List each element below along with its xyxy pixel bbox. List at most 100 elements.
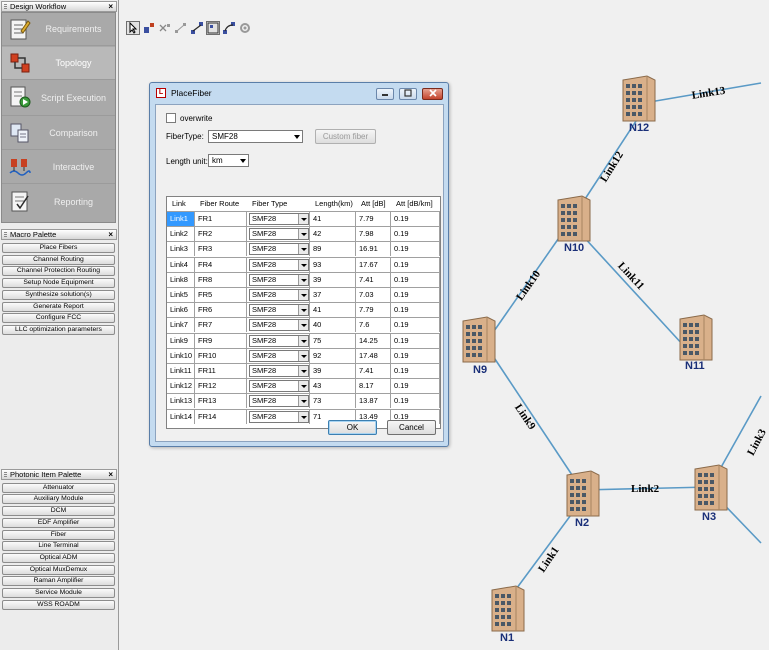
- cell-fiber-route[interactable]: FR3: [195, 242, 247, 257]
- cell-length[interactable]: 42: [310, 227, 356, 242]
- macro-place-fibers-button[interactable]: Place Fibers: [2, 243, 115, 253]
- fiber-type-cell-select[interactable]: SMF28: [249, 213, 309, 225]
- photonic-service-module-button[interactable]: Service Module: [2, 588, 115, 598]
- cell-fiber-route[interactable]: FR10: [195, 348, 247, 363]
- workflow-reporting[interactable]: Reporting: [2, 185, 115, 218]
- photonic-optical-adm-button[interactable]: Optical ADM: [2, 553, 115, 563]
- node-n3-building-icon[interactable]: [694, 463, 728, 511]
- cell-length[interactable]: 92: [310, 348, 356, 363]
- fiber-type-cell-select[interactable]: SMF28: [249, 349, 309, 362]
- cell-fiber-type[interactable]: SMF28: [247, 242, 310, 257]
- close-button[interactable]: [422, 88, 443, 100]
- chevron-down-icon[interactable]: [298, 396, 308, 407]
- cell-att-db[interactable]: 7.79: [356, 212, 391, 226]
- column-header-fiber-type[interactable]: Fiber Type: [252, 199, 288, 208]
- cell-length[interactable]: 37: [310, 288, 356, 302]
- close-icon[interactable]: ×: [108, 230, 113, 239]
- link11-line[interactable]: [569, 221, 696, 359]
- cell-fiber-route[interactable]: FR14: [195, 409, 247, 424]
- cell-length[interactable]: 40: [310, 318, 356, 333]
- select-pointer-icon[interactable]: [126, 21, 140, 35]
- length-unit-select[interactable]: km: [208, 154, 249, 167]
- cell-fiber-type[interactable]: SMF28: [247, 379, 310, 394]
- link9-line[interactable]: [484, 343, 583, 491]
- link10-line[interactable]: [484, 221, 571, 345]
- drag-grip-icon[interactable]: [4, 232, 7, 237]
- fiber-type-cell-select[interactable]: SMF28: [249, 243, 309, 256]
- cell-att-db[interactable]: 13.87: [356, 394, 391, 409]
- chevron-down-icon[interactable]: [298, 214, 308, 224]
- macro-channel-protection-routing-button[interactable]: Channel Protection Routing: [2, 266, 115, 276]
- cell-fiber-type[interactable]: SMF28: [247, 409, 310, 424]
- ok-button[interactable]: OK: [328, 420, 377, 435]
- connect-icon[interactable]: [190, 21, 204, 35]
- chevron-down-icon[interactable]: [298, 381, 308, 392]
- cell-link[interactable]: Link5: [167, 288, 195, 302]
- fiber-type-cell-select[interactable]: SMF28: [249, 319, 309, 332]
- photonic-attenuator-button[interactable]: Attenuator: [2, 483, 115, 493]
- chevron-down-icon[interactable]: [298, 244, 308, 255]
- chevron-down-icon[interactable]: [298, 366, 308, 376]
- node-n9-building-icon[interactable]: [462, 315, 496, 363]
- macro-channel-routing-button[interactable]: Channel Routing: [2, 255, 115, 265]
- overwrite-checkbox[interactable]: [166, 113, 176, 123]
- cell-link[interactable]: Link13: [167, 394, 195, 409]
- cell-fiber-type[interactable]: SMF28: [247, 257, 310, 272]
- cell-fiber-type[interactable]: SMF28: [247, 272, 310, 287]
- macro-llc-optimization-button[interactable]: LLC optimization parameters: [2, 325, 115, 335]
- cell-fiber-route[interactable]: FR5: [195, 288, 247, 302]
- cell-att-db[interactable]: 7.41: [356, 272, 391, 287]
- fiber-type-cell-select[interactable]: SMF28: [249, 380, 309, 393]
- chevron-down-icon[interactable]: [298, 350, 308, 361]
- cell-att-db-km[interactable]: 0.19: [391, 379, 440, 394]
- chevron-down-icon[interactable]: [298, 411, 308, 422]
- fiber-type-cell-select[interactable]: SMF28: [249, 365, 309, 377]
- macro-configure-fcc-button[interactable]: Configure FCC: [2, 313, 115, 323]
- drag-grip-icon[interactable]: [4, 472, 7, 477]
- custom-fiber-button[interactable]: Custom fiber: [315, 129, 376, 144]
- close-icon[interactable]: ×: [108, 470, 113, 479]
- cell-att-db[interactable]: 7.79: [356, 303, 391, 318]
- cell-att-db-km[interactable]: 0.19: [391, 212, 440, 226]
- cell-att-db-km[interactable]: 0.19: [391, 227, 440, 242]
- photonic-wss-roadm-button[interactable]: WSS ROADM: [2, 600, 115, 610]
- chevron-down-icon[interactable]: [298, 335, 308, 346]
- cell-length[interactable]: 89: [310, 242, 356, 257]
- fiber-type-cell-select[interactable]: SMF28: [249, 258, 309, 271]
- cell-link[interactable]: Link9: [167, 333, 195, 348]
- delete-node-icon[interactable]: [158, 21, 172, 35]
- node-n2-building-icon[interactable]: [566, 469, 600, 517]
- chevron-down-icon[interactable]: [298, 305, 308, 316]
- cell-link[interactable]: Link11: [167, 364, 195, 378]
- photonic-fiber-button[interactable]: Fiber: [2, 530, 115, 540]
- cell-att-db[interactable]: 17.67: [356, 257, 391, 272]
- cell-att-db[interactable]: 7.41: [356, 364, 391, 378]
- chevron-down-icon[interactable]: [298, 229, 308, 240]
- cell-link[interactable]: Link12: [167, 379, 195, 394]
- add-link-icon[interactable]: [174, 21, 188, 35]
- cell-att-db-km[interactable]: 0.19: [391, 303, 440, 318]
- cell-length[interactable]: 73: [310, 394, 356, 409]
- column-header-att-db-km[interactable]: Att [dB/km]: [396, 199, 433, 208]
- cell-att-db-km[interactable]: 0.19: [391, 257, 440, 272]
- cell-length[interactable]: 43: [310, 379, 356, 394]
- workflow-topology[interactable]: Topology: [2, 47, 115, 80]
- photonic-auxiliary-module-button[interactable]: Auxiliary Module: [2, 494, 115, 504]
- cell-att-db-km[interactable]: 0.19: [391, 288, 440, 302]
- cell-fiber-type[interactable]: SMF28: [247, 333, 310, 348]
- cell-fiber-type[interactable]: SMF28: [247, 288, 310, 302]
- cell-link[interactable]: Link2: [167, 227, 195, 242]
- cell-fiber-type[interactable]: SMF28: [247, 227, 310, 242]
- node-n11-building-icon[interactable]: [679, 313, 713, 361]
- cell-link[interactable]: Link7: [167, 318, 195, 333]
- photonic-dcm-button[interactable]: DCM: [2, 506, 115, 516]
- cell-link[interactable]: Link1: [167, 212, 195, 226]
- drag-grip-icon[interactable]: [4, 4, 7, 9]
